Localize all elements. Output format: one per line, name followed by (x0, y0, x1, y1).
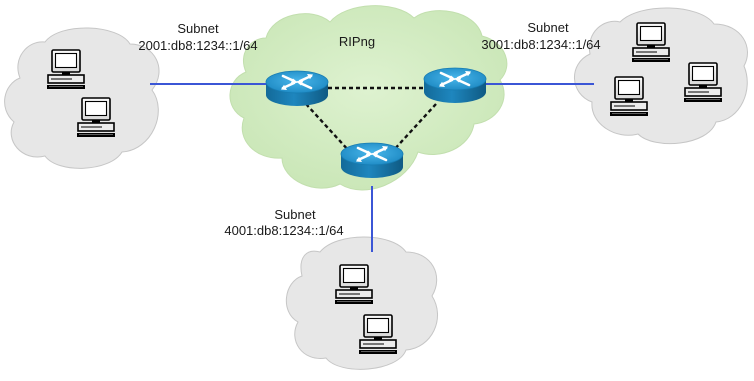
link-router-right-bottom (391, 103, 437, 153)
subnet-prefix-right: 3001:db8:1234::1/64 (481, 37, 600, 52)
computer-icon (631, 22, 671, 63)
ripng-cloud (229, 5, 508, 191)
router-icon (422, 66, 488, 105)
computer-icon (609, 76, 649, 117)
subnet-label-bottom: Subnet (274, 207, 316, 222)
cloud-icon (229, 5, 508, 191)
computer-icon (334, 264, 374, 305)
computer-icon (683, 62, 723, 103)
lan-links (150, 83, 594, 252)
subnet-label-left: Subnet (177, 21, 219, 36)
router-icon (339, 141, 405, 180)
computer-icon (358, 314, 398, 355)
router-icon (264, 69, 330, 108)
subnet-prefix-bottom: 4001:db8:1234::1/64 (224, 223, 343, 238)
ripng-label: RIPng (339, 34, 375, 49)
link-router-left-bottom (305, 103, 351, 153)
computer-icon (46, 49, 86, 90)
subnet-prefix-left: 2001:db8:1234::1/64 (138, 38, 257, 53)
computer-icon (76, 97, 116, 138)
ripng-links (305, 86, 437, 153)
subnet-label-right: Subnet (527, 20, 569, 35)
